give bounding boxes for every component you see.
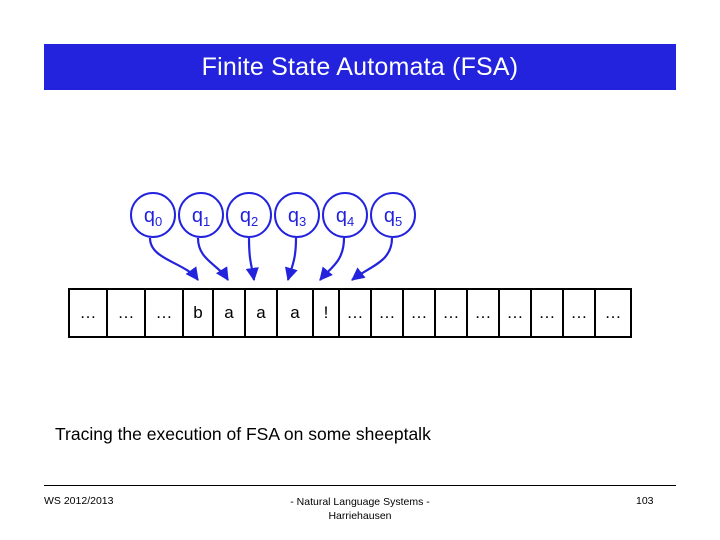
tape-cell: …	[70, 290, 108, 336]
state-q5-label: q	[383, 205, 395, 227]
state-q0-index: 0	[154, 214, 163, 229]
state-row: q0 q1 q2 q3 q4 q5	[0, 180, 720, 250]
tape-cell: a	[214, 290, 246, 336]
state-q3-index: 3	[298, 214, 307, 229]
tape-cell: …	[468, 290, 500, 336]
state-q2-label: q	[239, 205, 251, 227]
footer-course: - Natural Language Systems - Harriehause…	[200, 495, 520, 523]
title-banner	[44, 44, 676, 90]
state-q1-index: 1	[202, 214, 211, 229]
state-q3-label: q	[287, 205, 299, 227]
state-q2: q2	[226, 192, 272, 238]
page-title: Finite State Automata (FSA)	[201, 53, 519, 81]
state-q0: q0	[130, 192, 176, 238]
state-q5: q5	[370, 192, 416, 238]
tape-cell: …	[604, 303, 622, 322]
footer-course-line1: - Natural Language Systems -	[290, 496, 430, 508]
state-q2-index: 2	[250, 214, 259, 229]
fsa-trace-diagram: q0 q1 q2 q3 q4 q5 … … … b a	[0, 180, 720, 360]
tape-cell: …	[146, 290, 184, 336]
tape-cell: …	[436, 290, 468, 336]
footer-term: WS 2012/2013	[44, 495, 114, 507]
state-q3: q3	[274, 192, 320, 238]
tape-cell: !	[314, 290, 340, 336]
tape-cell: …	[500, 290, 532, 336]
tape-cell: …	[340, 290, 372, 336]
state-q5-index: 5	[394, 214, 403, 229]
footer-divider	[44, 485, 676, 486]
page-number: 103	[636, 495, 654, 507]
tape-cell: …	[372, 290, 404, 336]
footer-course-line2: Harriehausen	[328, 510, 392, 522]
state-q1-label: q	[191, 205, 203, 227]
caption-text: Tracing the execution of FSA on some she…	[55, 424, 431, 444]
tape-cell: a	[278, 290, 314, 336]
tape-cell: b	[184, 290, 214, 336]
input-tape: … … … b a a a ! … … … … … … … … …	[68, 288, 632, 338]
tape-cell: a	[246, 290, 278, 336]
state-q4-label: q	[335, 205, 347, 227]
tape-cell: …	[404, 290, 436, 336]
state-q0-label: q	[143, 205, 155, 227]
state-q1: q1	[178, 192, 224, 238]
tape-cell: …	[108, 290, 146, 336]
state-q4-index: 4	[346, 214, 355, 229]
tape-cell: …	[564, 290, 596, 336]
state-q4: q4	[322, 192, 368, 238]
tape-cell: …	[532, 290, 564, 336]
